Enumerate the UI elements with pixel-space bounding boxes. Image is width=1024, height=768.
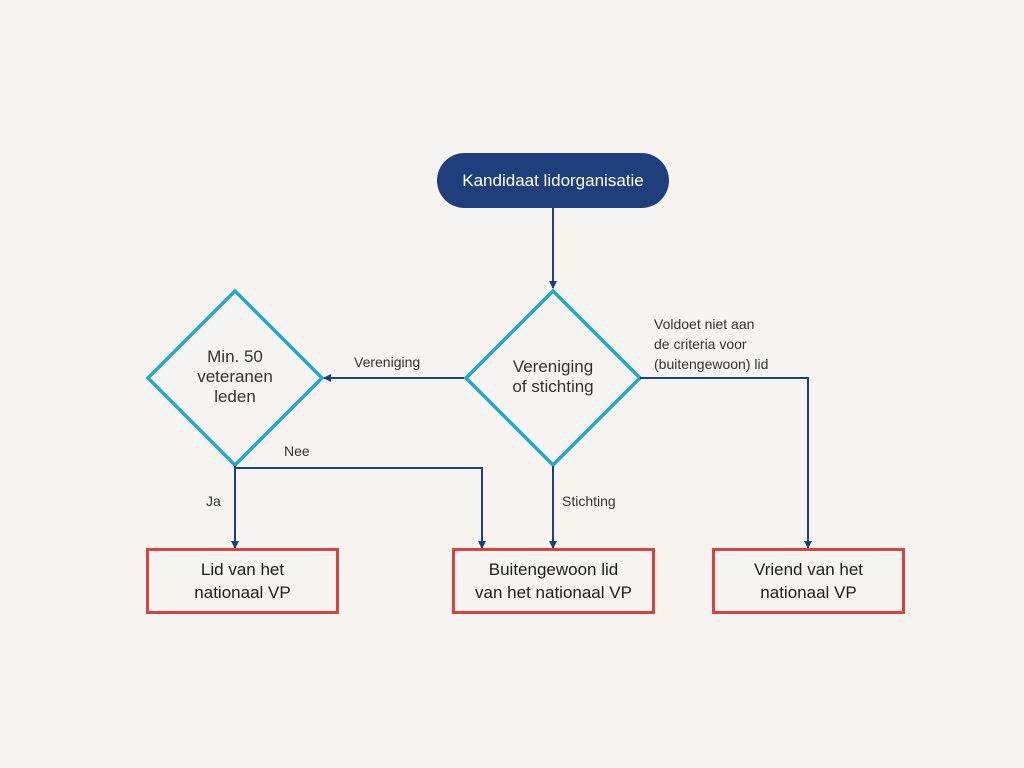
decision-members-line1: Min. 50 xyxy=(207,347,263,366)
decision-diamond-type xyxy=(463,288,643,468)
edge-label-not-meeting-criteria: Voldoet niet aan de criteria voor (buite… xyxy=(654,314,768,374)
decision-diamond-members xyxy=(145,288,325,468)
start-node: Kandidaat lidorganisatie xyxy=(437,153,669,208)
connector-not-meeting-criteria xyxy=(640,377,812,549)
outcome-friend-box: Vriend van het nationaal VP xyxy=(712,548,905,614)
edge-label-stichting: Stichting xyxy=(562,493,616,509)
edge-label-not-meeting-line1: Voldoet niet aan xyxy=(654,316,755,332)
decision-type-text: Vereniging of stichting xyxy=(483,357,623,397)
edge-label-nee: Nee xyxy=(284,443,310,459)
decision-type-line1: Vereniging xyxy=(512,357,594,376)
outcome-member-box: Lid van het nationaal VP xyxy=(146,548,339,614)
outcome-extraordinary-member-line2: van het nationaal VP xyxy=(475,583,632,602)
outcome-friend-line2: nationaal VP xyxy=(760,583,857,602)
outcome-friend-line1: Vriend van het xyxy=(754,560,863,579)
edge-label-not-meeting-line2: de criteria voor xyxy=(654,336,747,352)
outcome-extraordinary-member-box: Buitengewoon lid van het nationaal VP xyxy=(452,548,655,614)
outcome-member-line1: Lid van het xyxy=(200,560,285,579)
decision-members-line2: veteranen xyxy=(197,367,273,386)
outcome-member-line2: nationaal VP xyxy=(194,583,291,602)
edge-label-vereniging: Vereniging xyxy=(354,354,421,370)
connector-nee xyxy=(234,466,486,549)
edge-label-not-meeting-line3: (buitengewoon) lid xyxy=(654,356,769,372)
decision-members-line3: leden xyxy=(214,387,256,406)
decision-type-line2: of stichting xyxy=(512,377,594,396)
edge-label-ja: Ja xyxy=(206,493,221,509)
start-node-label: Kandidaat lidorganisatie xyxy=(462,170,644,190)
outcome-extraordinary-member-line1: Buitengewoon lid xyxy=(488,560,619,579)
decision-members-text: Min. 50 veteranen leden xyxy=(175,347,295,407)
